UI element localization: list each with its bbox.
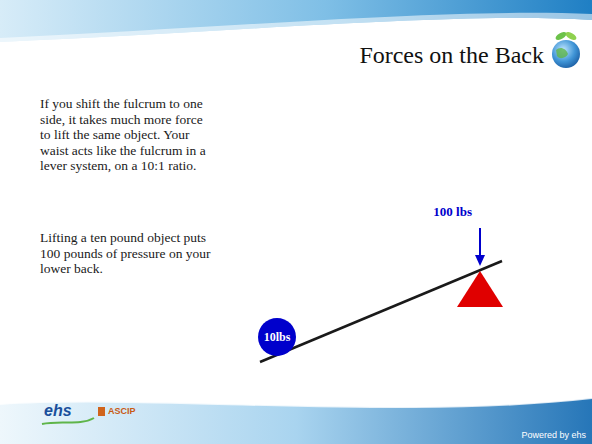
bottom-band-line [0,398,592,407]
weight-ball: 10lbs [258,318,296,356]
footer-note-box: Powered by ehs [521,430,586,441]
body-text: Lifting a ten pound object puts 100 poun… [40,230,212,277]
fulcrum-triangle [457,271,503,307]
logo-text-box: ehs [44,402,72,420]
weight-label: 10lbs [264,330,291,344]
force-label: 100 lbs [433,204,472,220]
logo-text: ASCIP [108,406,136,417]
lever-illustration [260,228,503,362]
slide-title: Forces on the Back [359,40,544,70]
force-label-box: 100 lbs [433,204,472,220]
globe-icon [552,30,580,68]
lever-beam [260,261,502,362]
footer-note: Powered by ehs [521,430,586,441]
body-text: If you shift the fulcrum to one side, it… [40,96,212,174]
top-swoosh [0,0,592,42]
title-box: Forces on the Back [359,40,544,70]
bottom-band [0,398,592,444]
top-swoosh-highlight [0,13,592,42]
body-text-box: Lifting a ten pound object puts 100 poun… [40,230,212,277]
force-arrow [479,228,481,256]
body-text-box: If you shift the fulcrum to one side, it… [40,96,212,174]
logo-text-box: ASCIP [108,406,136,417]
logo-text: ehs [44,402,72,420]
force-arrowhead [475,255,485,266]
